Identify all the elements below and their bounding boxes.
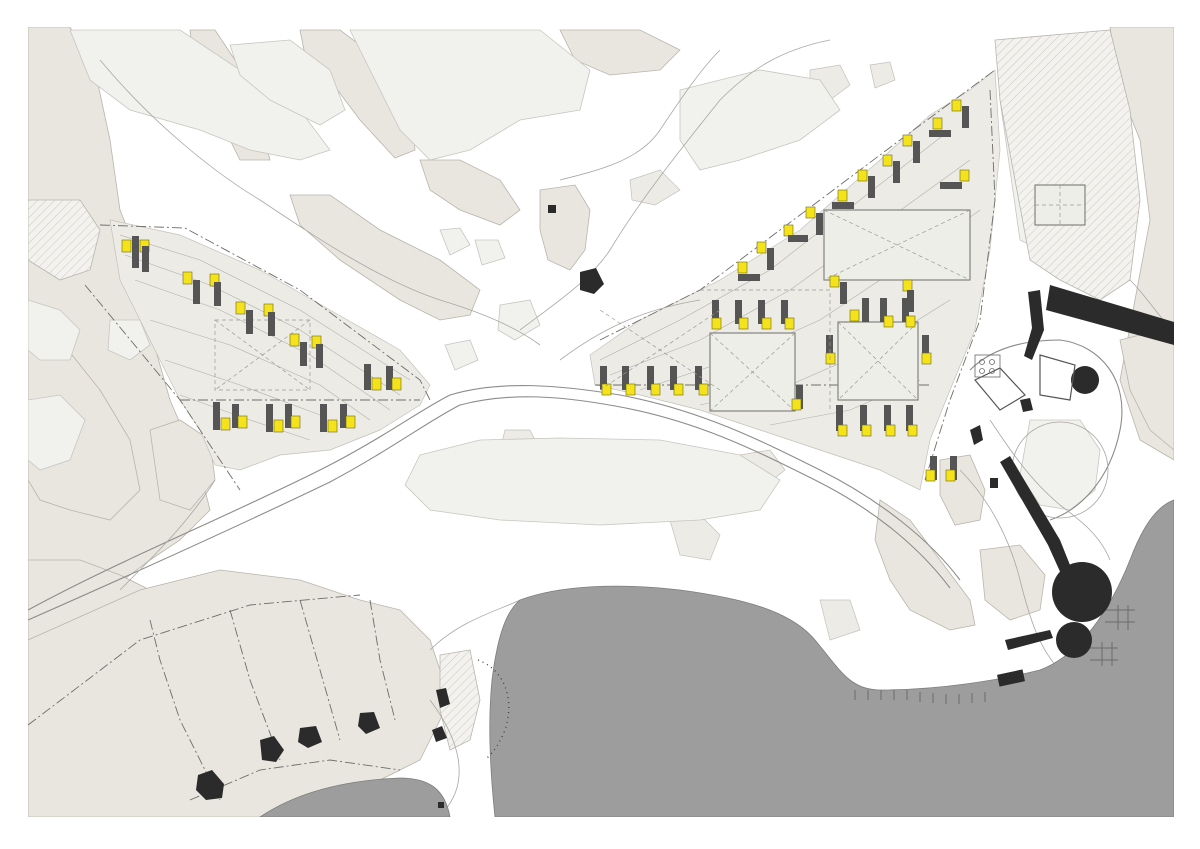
hatched-parcels <box>28 29 1141 751</box>
terrace-guides <box>599 289 831 410</box>
waterfront-buildings <box>990 285 1174 687</box>
west-housing-units <box>121 236 402 433</box>
east-housing-units <box>600 99 970 482</box>
entry-complex <box>970 354 1076 445</box>
south-parcels <box>28 594 401 801</box>
piers <box>854 605 1135 704</box>
courtyards <box>709 184 1086 412</box>
water-bodies <box>259 499 1174 817</box>
north-buildings <box>548 205 604 294</box>
south-villas <box>196 688 450 808</box>
roads <box>28 39 1174 811</box>
